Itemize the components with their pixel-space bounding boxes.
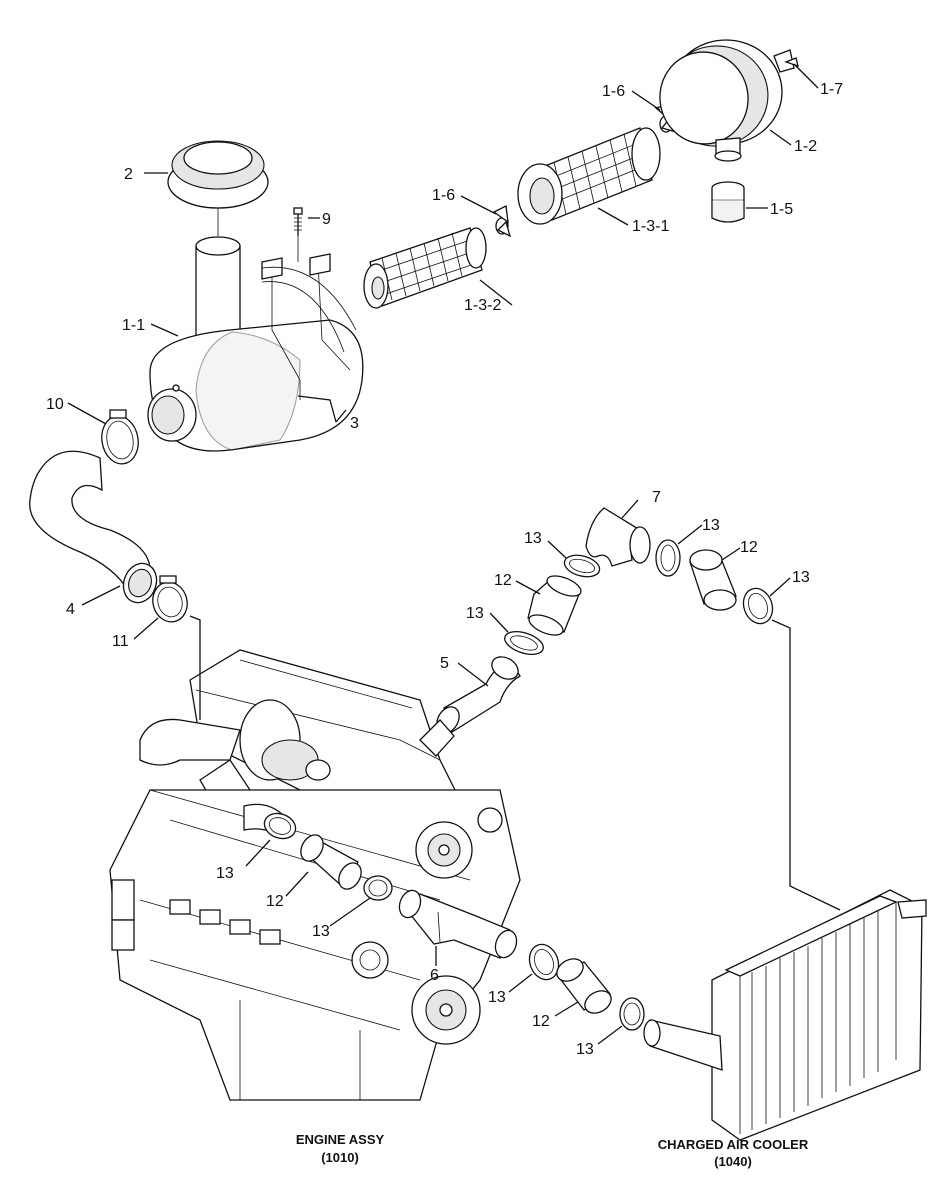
wing-bolt xyxy=(773,49,799,73)
clamp-13-right xyxy=(742,587,774,625)
leader-lines xyxy=(67,63,841,1045)
label-1-6-lower: 1-6 xyxy=(432,187,455,204)
label-1-3-2: 1-3-2 xyxy=(464,297,501,314)
clamp-13-engine-mid xyxy=(363,875,393,901)
label-13-g: 13 xyxy=(488,989,506,1006)
captions: ENGINE ASSY (1010) CHARGED AIR COOLER (1… xyxy=(296,1132,809,1169)
label-1-2: 1-2 xyxy=(794,138,817,155)
label-13-e: 13 xyxy=(216,865,234,882)
intake-hose xyxy=(29,450,158,604)
label-1-6-upper: 1-6 xyxy=(602,83,625,100)
clamp-13-upper-right xyxy=(655,539,681,577)
clamp-13-upper-left xyxy=(563,554,601,578)
label-1-7: 1-7 xyxy=(820,81,843,98)
charged-air-cooler xyxy=(643,889,927,1141)
label-9: 9 xyxy=(322,211,331,228)
label-10: 10 xyxy=(46,396,64,413)
label-11: 11 xyxy=(112,633,129,650)
engine-assembly xyxy=(109,649,521,1101)
hose-clamp-10 xyxy=(101,409,139,465)
label-7: 7 xyxy=(652,489,661,506)
primary-filter-element xyxy=(517,127,661,225)
label-6: 6 xyxy=(430,967,439,984)
hose-12-engine xyxy=(300,834,362,890)
air-cleaner-cap xyxy=(167,140,269,236)
clamp-13-lower-left xyxy=(528,943,560,981)
cooler-caption-code: (1040) xyxy=(714,1154,752,1169)
label-1-3-1: 1-3-1 xyxy=(632,218,669,235)
cooler-caption-title: CHARGED AIR COOLER xyxy=(658,1137,809,1152)
clamp-13-lower-right xyxy=(619,997,645,1031)
label-1-1: 1-1 xyxy=(122,317,145,334)
label-12-d: 12 xyxy=(532,1013,550,1030)
safety-filter-element xyxy=(363,227,487,309)
label-13-f: 13 xyxy=(312,923,330,940)
hose-12-lower xyxy=(556,958,612,1014)
label-12-a: 12 xyxy=(740,539,758,556)
elbow-pipe-7 xyxy=(585,507,651,567)
pipe-5 xyxy=(436,656,521,734)
label-4: 4 xyxy=(66,601,75,618)
label-5: 5 xyxy=(440,655,449,672)
label-12-b: 12 xyxy=(494,572,512,589)
hose-clamp-11 xyxy=(152,575,188,623)
label-13-h: 13 xyxy=(576,1041,594,1058)
air-cleaner-housing xyxy=(147,236,364,452)
label-1-5: 1-5 xyxy=(770,201,793,218)
engine-caption-code: (1010) xyxy=(321,1150,359,1165)
label-13-a: 13 xyxy=(524,530,542,547)
part-labels: 2 1-1 9 1-6 1-3-2 1-3-1 1-6 1-7 1-2 1-5 … xyxy=(46,81,843,1058)
rear-cover xyxy=(659,39,783,162)
clamp-bolt xyxy=(293,207,303,262)
label-3: 3 xyxy=(350,415,359,432)
label-13-c: 13 xyxy=(792,569,810,586)
clamp-13-mid-left xyxy=(504,631,544,655)
hose-12-upper-left xyxy=(527,575,582,636)
clamp-13-engine-turbo xyxy=(263,812,297,840)
label-12-c: 12 xyxy=(266,893,284,910)
wing-nut-inner xyxy=(492,205,512,238)
hose-12-upper-right xyxy=(689,549,737,611)
dust-valve xyxy=(711,181,745,223)
pipe-6 xyxy=(398,889,518,959)
label-13-d: 13 xyxy=(466,605,484,622)
label-13-b: 13 xyxy=(702,517,720,534)
label-2: 2 xyxy=(124,166,133,183)
engine-caption-title: ENGINE ASSY xyxy=(296,1132,385,1147)
